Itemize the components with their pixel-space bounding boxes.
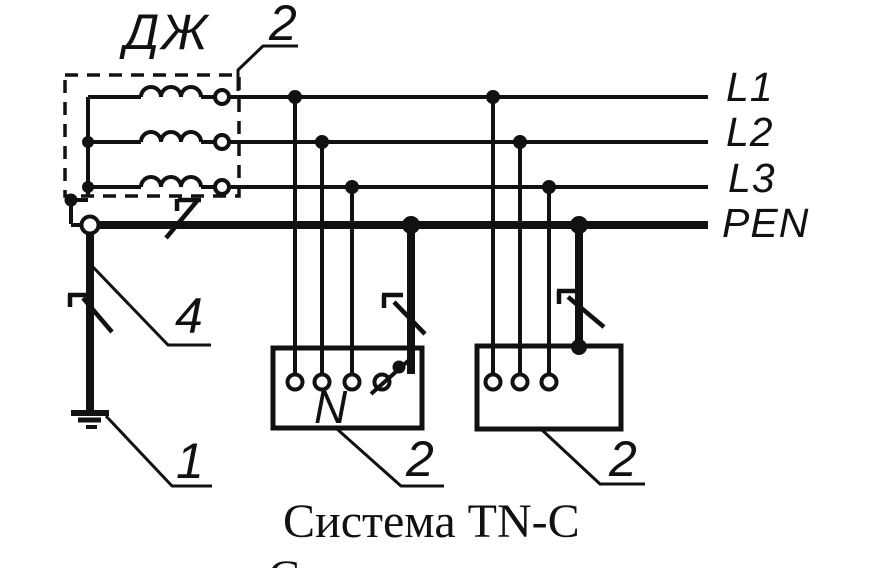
terminal-winding-l1 xyxy=(213,88,231,106)
load1-phase-drops xyxy=(293,97,354,375)
terminal-load1-l2 xyxy=(312,372,332,392)
phase-lines xyxy=(229,95,708,189)
pen-mark-main xyxy=(164,197,201,240)
label-n-terminal: N xyxy=(314,381,348,433)
load1-n-link xyxy=(369,359,410,396)
dot-l1-load1 xyxy=(288,90,302,104)
callout-source-2: 2 xyxy=(269,0,297,51)
junction-dots xyxy=(64,90,588,374)
dot-bus-l2 xyxy=(82,136,94,148)
terminal-source-pen xyxy=(79,214,101,236)
dot-pen-load1 xyxy=(402,216,420,234)
winding-l3 xyxy=(88,175,215,189)
winding-l2 xyxy=(88,130,215,144)
load2-phase-drops xyxy=(491,97,551,375)
terminal-load1-l1 xyxy=(285,372,305,392)
callout-load2-2: 2 xyxy=(609,431,637,487)
dot-bus-l3 xyxy=(82,181,94,193)
leader-source-2 xyxy=(236,44,298,91)
pen-mark-load1 xyxy=(381,292,427,336)
label-l2: L2 xyxy=(726,109,774,155)
dot-l3-load1 xyxy=(345,180,359,194)
callout-4: 4 xyxy=(175,288,203,344)
label-l1: L1 xyxy=(726,64,774,110)
label-l3: L3 xyxy=(728,155,776,201)
winding-l1 xyxy=(88,85,215,99)
leader-4 xyxy=(91,265,211,347)
dot-l2-load1 xyxy=(315,135,329,149)
next-caption-partial: С xyxy=(268,554,300,568)
terminal-load2-l1 xyxy=(483,372,503,392)
dot-star-point xyxy=(64,193,78,207)
source-dashed-box xyxy=(63,73,241,198)
callout-1: 1 xyxy=(176,433,204,489)
earth-electrode-symbol xyxy=(71,410,109,429)
terminals xyxy=(79,88,559,392)
terminal-winding-l2 xyxy=(213,133,231,151)
dot-load2-case xyxy=(571,339,587,355)
dot-l3-load2 xyxy=(542,180,556,194)
pen-marks xyxy=(67,197,606,336)
pen-mark-load2 xyxy=(556,288,606,329)
terminal-load2-l2 xyxy=(510,372,530,392)
dot-pen-load2 xyxy=(570,216,588,234)
leader-1 xyxy=(104,414,212,488)
label-pen: PEN xyxy=(722,200,810,246)
dot-l1-load2 xyxy=(486,90,500,104)
pen-mark-earth xyxy=(67,292,114,334)
terminal-load1-l3 xyxy=(342,372,362,392)
terminal-winding-l3 xyxy=(213,178,231,196)
callout-leaders xyxy=(91,44,645,488)
leader-load2-2 xyxy=(540,428,645,486)
diagram-title: Система TN-C xyxy=(283,495,580,548)
callout-load1-2: 2 xyxy=(406,431,434,487)
source-label: ДЖ xyxy=(124,4,210,60)
dot-l2-load2 xyxy=(513,135,527,149)
terminal-load2-l3 xyxy=(539,372,559,392)
leader-load1-2 xyxy=(336,427,444,488)
